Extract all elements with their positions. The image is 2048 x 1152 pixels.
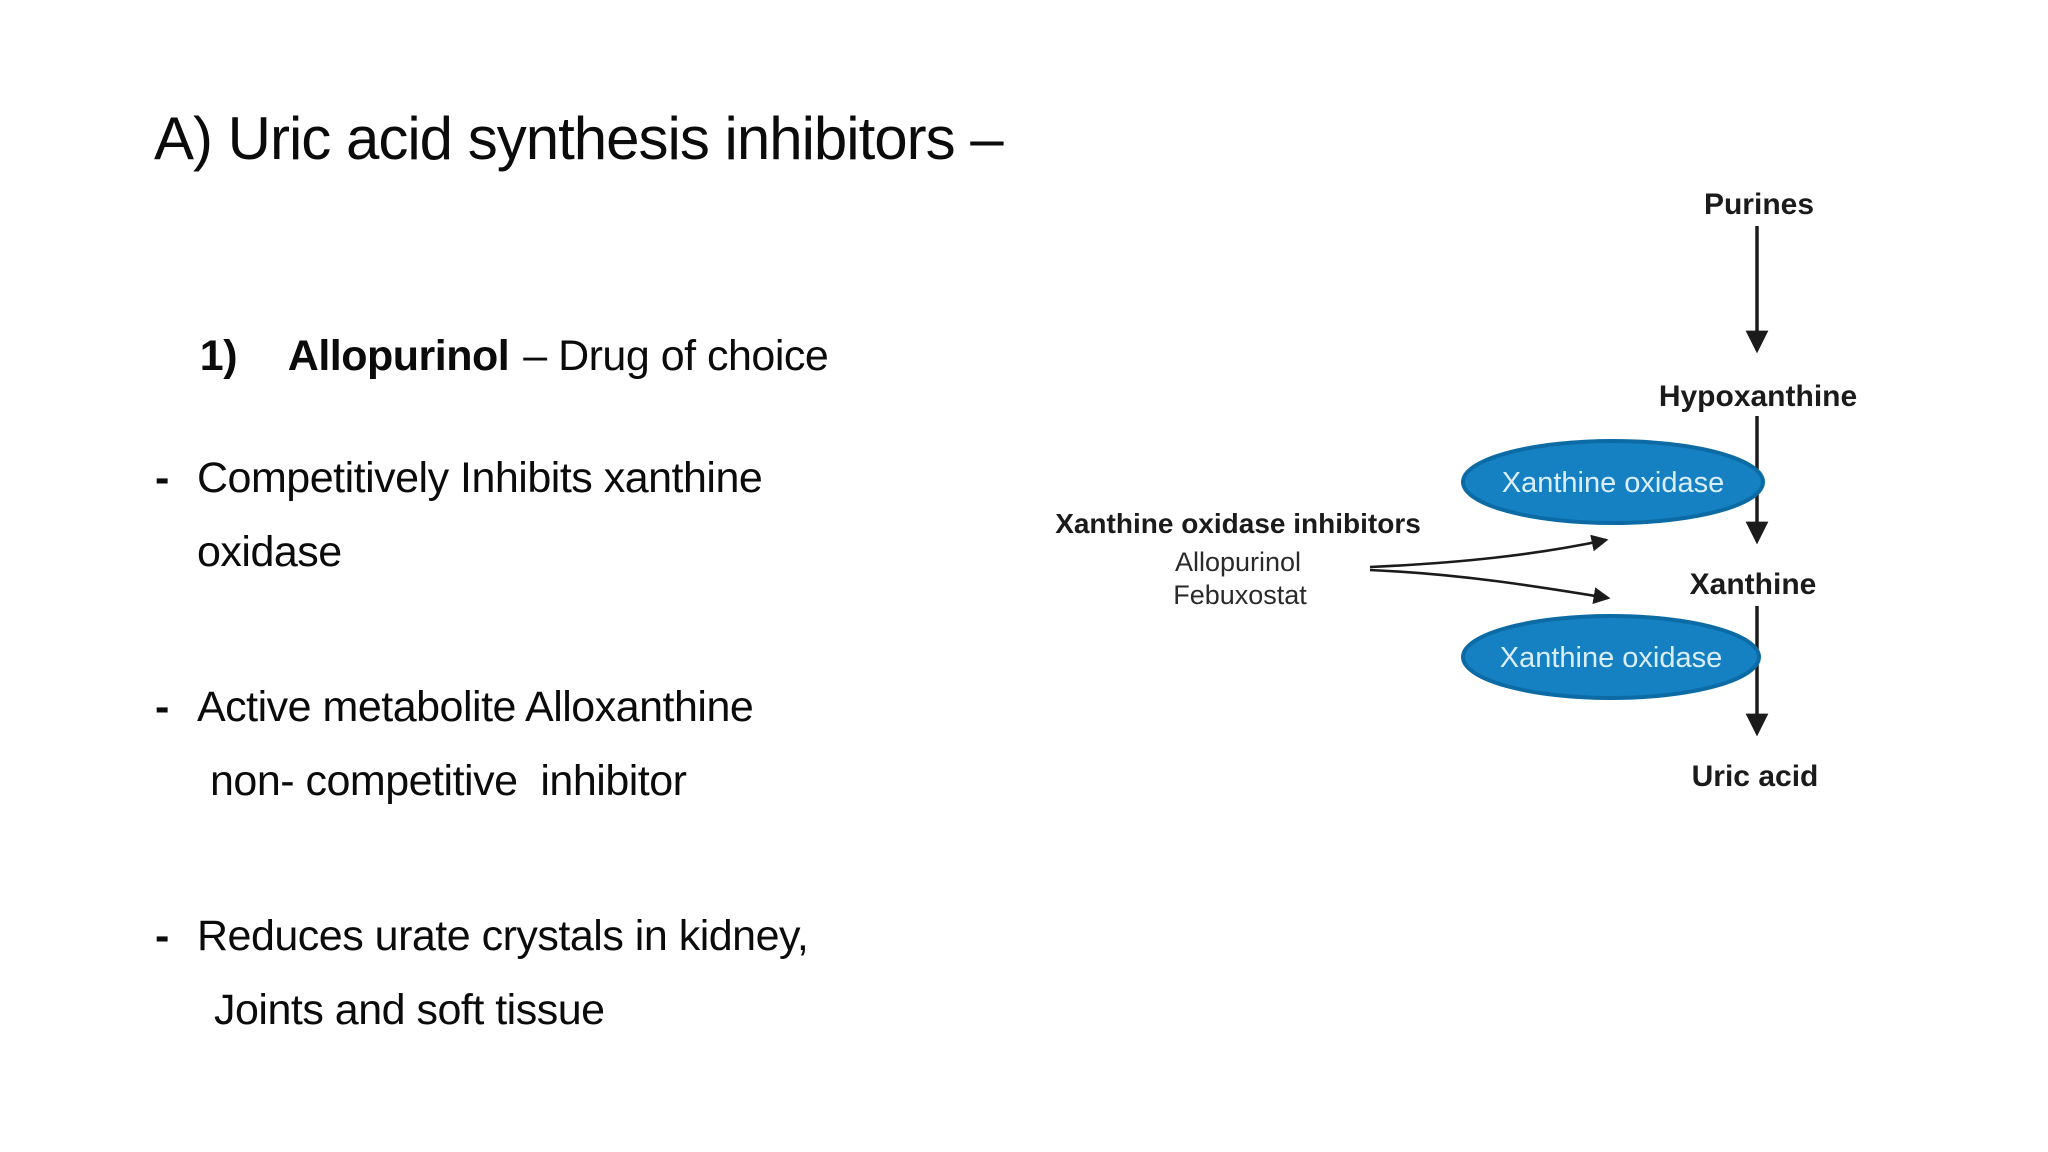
bullet-active-metabolite: - Active metabolite Alloxanthine non- co… bbox=[155, 670, 754, 818]
bullet-reduces-crystals: - Reduces urate crystals in kidney, Join… bbox=[155, 899, 809, 1047]
inhibitor-arrow-upper bbox=[1369, 534, 1609, 569]
bullet-line: non- competitive inhibitor bbox=[210, 757, 687, 805]
bullet-dash-icon: - bbox=[155, 454, 169, 502]
node-hypoxanthine: Hypoxanthine bbox=[1659, 380, 1857, 413]
node-purines: Purines bbox=[1704, 188, 1814, 221]
inhibitor-drug-allopurinol: Allopurinol bbox=[1175, 547, 1301, 577]
inhibitor-drug-febuxostat: Febuxostat bbox=[1173, 580, 1307, 610]
inhibitors-heading: Xanthine oxidase inhibitors bbox=[1055, 508, 1421, 539]
node-xanthine: Xanthine bbox=[1690, 568, 1817, 601]
inhibitor-arrow-lower bbox=[1369, 568, 1611, 605]
bullet-dash-icon: - bbox=[155, 683, 169, 731]
bullet-line: Joints and soft tissue bbox=[214, 986, 605, 1034]
bullet-line: Competitively Inhibits xanthine bbox=[197, 454, 763, 502]
item-number: 1) bbox=[199, 332, 238, 380]
drug-name: Allopurinol bbox=[287, 332, 510, 380]
node-uric-acid: Uric acid bbox=[1692, 760, 1819, 793]
slide-title: A) Uric acid synthesis inhibitors – bbox=[154, 105, 1004, 172]
bullet-line: oxidase bbox=[197, 528, 342, 576]
bullet-dash-icon: - bbox=[155, 912, 169, 960]
enzyme-label-bottom: Xanthine oxidase bbox=[1500, 642, 1723, 674]
bullet-line: Reduces urate crystals in kidney, bbox=[197, 912, 809, 960]
enzyme-label-top: Xanthine oxidase bbox=[1502, 467, 1725, 499]
xanthine-oxidase-ellipse-top bbox=[1461, 439, 1765, 525]
xanthine-oxidase-ellipse-bottom bbox=[1461, 614, 1761, 700]
bullet-competitive-inhibition: - Competitively Inhibits xanthine oxidas… bbox=[155, 441, 763, 589]
bullet-line: Active metabolite Alloxanthine bbox=[197, 683, 754, 731]
numbered-item-allopurinol: 1) Allopurinol – Drug of choice bbox=[154, 283, 829, 430]
drug-description: – Drug of choice bbox=[523, 332, 829, 380]
purine-pathway-diagram: Purines Hypoxanthine Xanthine Uric acid … bbox=[1040, 150, 2000, 850]
